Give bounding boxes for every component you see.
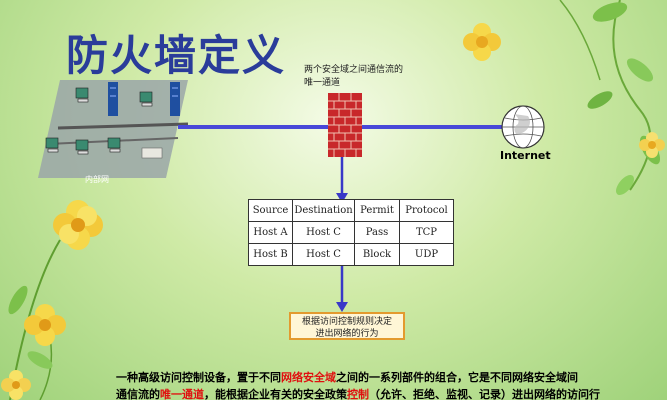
internal-network-diagram xyxy=(38,80,188,178)
table-header-row: Source Destination Permit Protocol xyxy=(248,199,454,222)
definition-text-part: 通信流的 xyxy=(116,388,160,400)
definition-line2: 通信流的唯一通道，能根据企业有关的安全政策控制（允许、拒绝、监视、记录）进出网络… xyxy=(116,386,616,400)
definition-text-part: （允许、拒绝、监视、记录）进出网络的访问行 xyxy=(369,388,600,400)
table-cell: Block xyxy=(354,243,400,266)
arrow-down-icon xyxy=(336,266,348,312)
arrow-down-icon xyxy=(336,157,348,203)
channel-caption: 两个安全域之间通信流的 唯一通道 xyxy=(304,64,403,90)
table-cell: Host A xyxy=(248,221,293,244)
server-rack-icon xyxy=(108,82,180,116)
table-header-cell: Destination xyxy=(292,199,355,222)
table-header-cell: Source xyxy=(248,199,293,222)
definition-text-part: ，能根据企业有关的安全政策 xyxy=(204,388,347,400)
table-row: Host B Host C Block UDP xyxy=(248,243,454,266)
page-title: 防火墙定义 xyxy=(66,31,287,80)
verdict-line1: 根据访问控制规则决定 xyxy=(301,317,392,327)
definition-line1: 一种高级访问控制设备，置于不同网络安全域之间的一系列部件的组合，它是不同网络安全… xyxy=(116,369,616,386)
definition-text-part: 一种高级访问控制设备，置于不同 xyxy=(116,371,281,384)
definition-highlight: 网络安全域 xyxy=(281,371,336,384)
definition-text-part: 之间的一系列部件的组合，它是不同网络安全域间 xyxy=(336,371,578,384)
verdict-box: 根据访问控制规则决定 进出网络的行为 xyxy=(289,312,405,340)
network-link-right xyxy=(358,125,502,129)
table-cell: Pass xyxy=(354,221,400,244)
internet-label: Internet xyxy=(500,149,551,162)
table-row: Host A Host C Pass TCP xyxy=(248,221,454,244)
table-cell: Host B xyxy=(248,243,293,266)
internal-network-label: 内部网 xyxy=(85,175,109,184)
definition-highlight: 控制 xyxy=(347,388,369,400)
firewall-icon xyxy=(328,93,362,157)
definition-text: 一种高级访问控制设备，置于不同网络安全域之间的一系列部件的组合，它是不同网络安全… xyxy=(116,369,616,400)
table-header-cell: Permit xyxy=(354,199,400,222)
network-link-left xyxy=(178,125,330,129)
channel-caption-line2: 唯一通道 xyxy=(304,78,341,88)
access-rules-table: Source Destination Permit Protocol Host … xyxy=(248,199,454,266)
workstation-icon xyxy=(45,87,153,155)
table-cell: UDP xyxy=(399,243,454,266)
table-cell: TCP xyxy=(399,221,454,244)
table-header-cell: Protocol xyxy=(399,199,454,222)
table-cell: Host C xyxy=(292,221,355,244)
definition-highlight: 唯一通道 xyxy=(160,388,204,400)
table-cell: Host C xyxy=(292,243,355,266)
channel-caption-line1: 两个安全域之间通信流的 xyxy=(304,65,404,75)
verdict-line2: 进出网络的行为 xyxy=(315,329,379,339)
globe-icon xyxy=(501,105,545,149)
